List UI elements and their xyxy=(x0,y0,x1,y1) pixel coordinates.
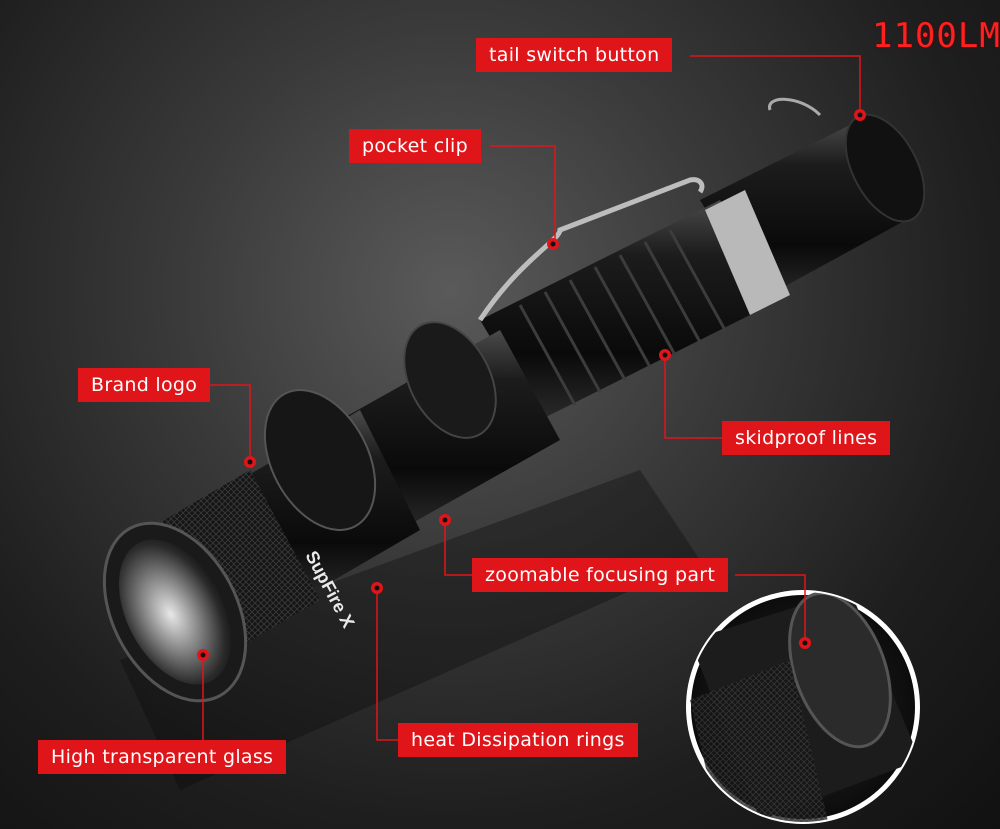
flashlight-reflection xyxy=(120,470,700,790)
callout-dots xyxy=(197,109,866,661)
callout-zoom: zoomable focusing part xyxy=(472,558,729,592)
flashlight-body xyxy=(102,97,926,703)
callout-tail-switch: tail switch button xyxy=(476,38,673,72)
callout-brand-logo: Brand logo xyxy=(78,368,211,402)
callout-skidproof: skidproof lines xyxy=(722,421,891,455)
callout-glass: High transparent glass xyxy=(38,740,287,774)
lumen-badge: 1100LM xyxy=(872,16,1000,56)
detail-inset xyxy=(686,590,920,824)
callout-pocket-clip: pocket clip xyxy=(349,129,482,163)
callout-heat-rings: heat Dissipation rings xyxy=(398,723,638,757)
